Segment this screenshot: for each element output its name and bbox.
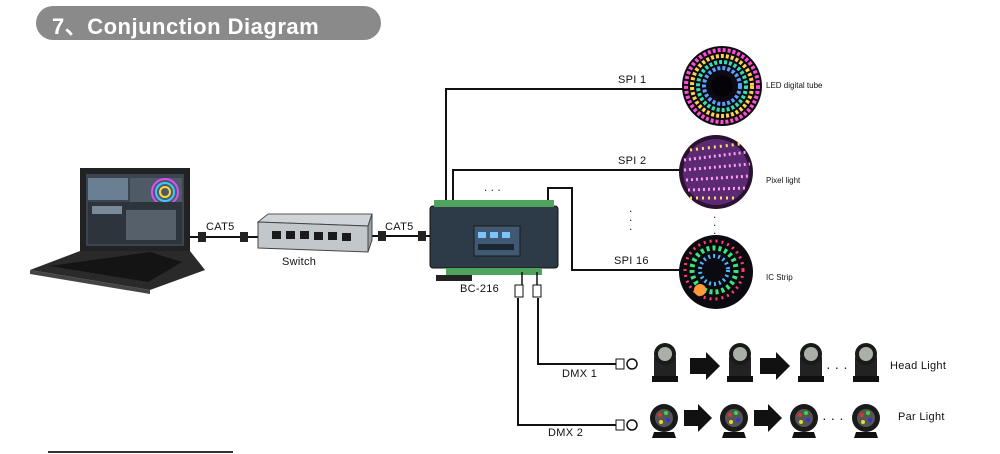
spi1-label: SPI 1 (618, 74, 647, 86)
ic-strip-label: IC Strip (766, 273, 793, 282)
moving-head-icon (727, 343, 753, 382)
moving-head-icon (853, 343, 879, 382)
arrow-right-icon (684, 404, 712, 432)
controller-label: BC-216 (460, 283, 500, 295)
spi2-line (452, 169, 686, 204)
pixel-light-label: Pixel light (766, 176, 801, 185)
dmx2-label: DMX 2 (548, 427, 584, 439)
dmx1-line (537, 298, 616, 365)
cat5-plugs (198, 231, 426, 242)
dmx2-line (517, 298, 616, 426)
moving-head-icon (652, 343, 678, 382)
title-banner (36, 6, 381, 40)
cat5-left-label: CAT5 (206, 221, 235, 233)
arrow-right-icon (690, 352, 720, 380)
connection-lines (188, 88, 686, 426)
par-light-label: Par Light (898, 411, 945, 423)
head-light-label: Head Light (890, 360, 947, 372)
spi2-label: SPI 2 (618, 155, 647, 167)
par-can-icon (852, 404, 880, 438)
plug-icon (198, 232, 206, 242)
plug-icon (240, 232, 248, 242)
par-light-ellipsis: · · · (822, 410, 844, 426)
controller-icon (429, 200, 559, 298)
head-light-ellipsis: · · · (826, 359, 848, 375)
more-outputs-ellipsis: . . . (713, 207, 717, 237)
led-tube-label: LED digital tube (766, 81, 823, 90)
par-can-icon (650, 404, 678, 438)
ic-strip-icon (679, 235, 753, 309)
pixel-light-icon (679, 135, 753, 209)
led-tube-icon (682, 46, 762, 126)
laptop-icon (30, 168, 205, 294)
network-switch-icon (256, 213, 373, 253)
spi16-label: SPI 16 (614, 255, 649, 267)
arrow-right-icon (754, 404, 782, 432)
par-can-icon (720, 404, 748, 438)
page-title: 7、Conjunction Diagram (52, 14, 320, 39)
more-channels-ellipsis: . . . (484, 180, 501, 194)
cat5-right-label: CAT5 (385, 221, 414, 233)
head-light-row (652, 343, 879, 382)
spi1-line (445, 88, 686, 204)
par-light-row (650, 404, 880, 438)
more-spi-ellipsis: . . . (629, 201, 633, 233)
dmx1-label: DMX 1 (562, 368, 598, 380)
spi16-line (547, 187, 686, 271)
plug-icon (378, 231, 386, 241)
switch-label: Switch (282, 256, 317, 268)
plug-icon (418, 231, 426, 241)
arrow-right-icon (760, 352, 790, 380)
bottom-divider (48, 451, 233, 453)
dmx-plugs (615, 358, 638, 431)
par-can-icon (790, 404, 818, 438)
moving-head-icon (798, 343, 824, 382)
